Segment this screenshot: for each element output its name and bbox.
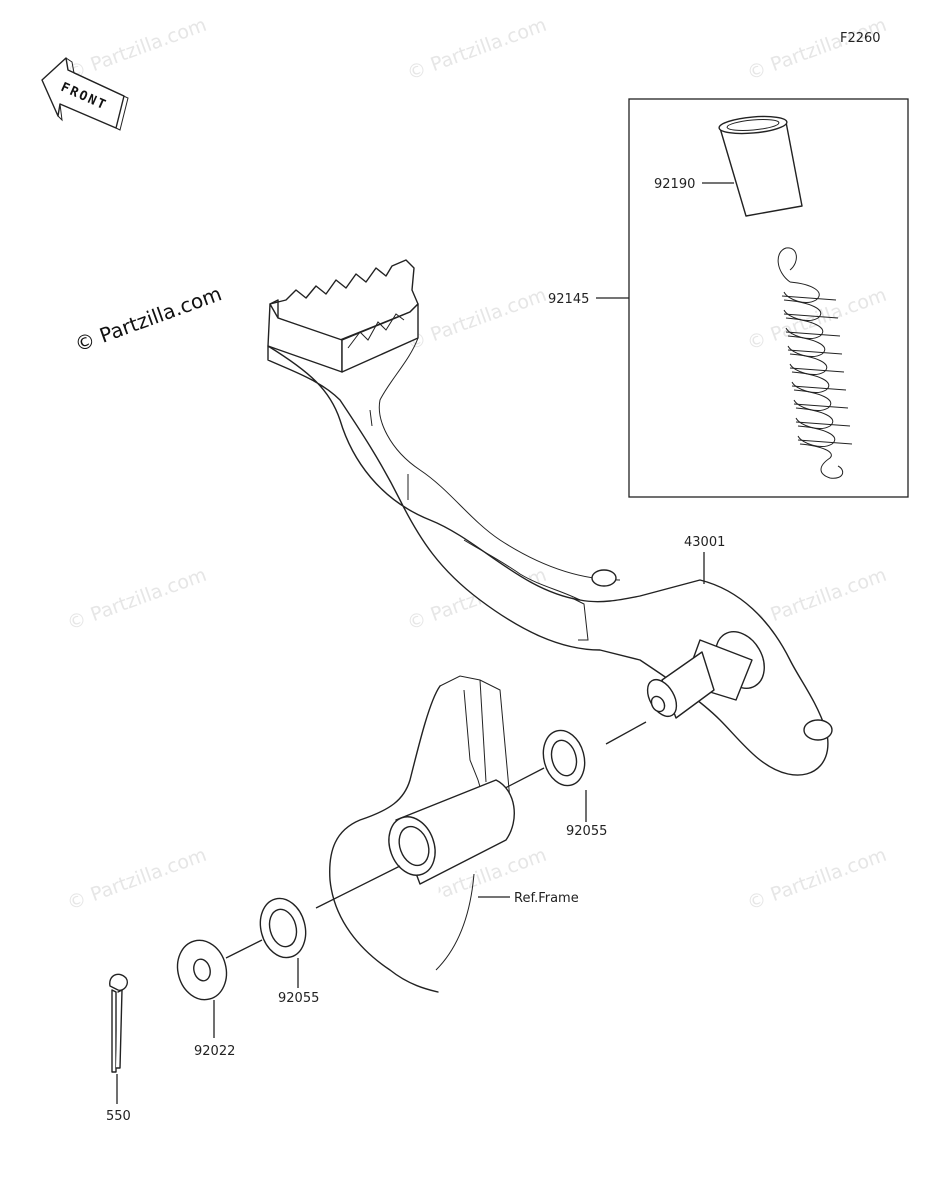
part-label-92055-upper: 92055 xyxy=(566,824,607,839)
frame-reference xyxy=(329,675,515,993)
part-label-92145: 92145 xyxy=(548,292,589,307)
ref-frame-label: Ref.Frame xyxy=(514,891,579,906)
washer-92055-lower xyxy=(259,897,307,959)
figure-id: F2260 xyxy=(840,31,881,46)
watermark: © Partzilla.com xyxy=(64,14,209,85)
washer-92055-upper xyxy=(542,729,586,787)
brake-pedal-43001 xyxy=(267,259,833,776)
part-label-92055-lower: 92055 xyxy=(278,991,319,1006)
axis-line xyxy=(225,939,263,959)
part-label-550: 550 xyxy=(106,1109,131,1124)
part-label-92022: 92022 xyxy=(194,1044,235,1059)
spacer-92190 xyxy=(718,115,803,217)
watermark: © Partzilla.com xyxy=(64,844,209,915)
watermark: © Partzilla.com xyxy=(744,14,889,85)
watermark: © Partzilla.com xyxy=(744,844,889,915)
watermark: © Partzilla.com xyxy=(404,284,549,355)
watermark: © Partzilla.com xyxy=(744,284,889,355)
cotter-pin-550 xyxy=(109,973,128,1073)
watermark: © Partzilla.com xyxy=(404,14,549,85)
part-label-92190: 92190 xyxy=(654,177,695,192)
spring-92145 xyxy=(777,247,853,479)
washer-92022 xyxy=(176,939,228,1001)
part-label-43001: 43001 xyxy=(684,535,725,550)
axis-line xyxy=(315,865,401,909)
watermark: © Partzilla.com xyxy=(64,564,209,635)
axis-line xyxy=(605,721,647,745)
watermark-main: © Partzilla.com xyxy=(72,281,225,356)
